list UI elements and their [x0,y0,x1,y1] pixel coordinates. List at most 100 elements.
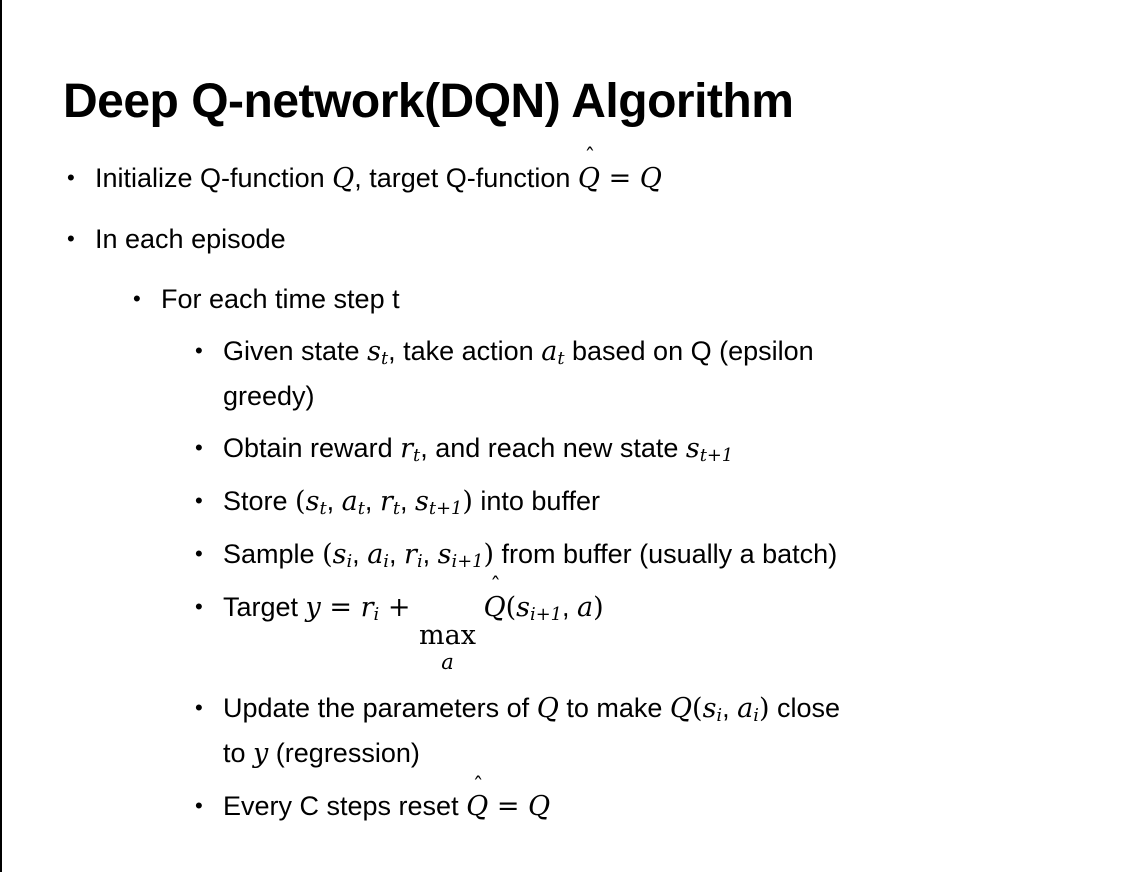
text-run: For each time step t [161,284,400,314]
text-run: Given state [223,336,368,366]
text-run: , [352,539,368,569]
text-run: Store [223,486,296,516]
math-subscript: t [557,347,565,369]
text-run: Update the parameters of [223,693,537,724]
text-run: to make [558,693,670,724]
math-punctuation: ) [758,693,770,725]
math-variable: r [360,592,374,623]
math-variable: Q [466,791,489,823]
text-run: In each episode [95,224,286,254]
text-run: Sample [223,539,323,569]
math-punctuation: ) [462,486,473,517]
text-run: Every C steps reset [223,791,467,822]
math-variable: a [737,693,754,725]
math-variable: a [367,539,384,570]
text-run: , [562,592,578,622]
math-punctuation: ) [593,592,604,623]
hat-accent: ˆ [584,145,596,171]
bullet-icon: • [67,165,75,190]
math-subscript: i [346,550,353,572]
list-item: • For each time step t [133,277,1084,321]
bullet-icon: • [67,226,75,251]
hat-accent: ˆ [490,574,501,600]
math-punctuation: ( [295,486,306,517]
list-item-text: Update the parameters of Q to make Q(si,… [223,686,1084,776]
math-variable: s [702,693,717,725]
math-subscript: t+1 [428,497,463,519]
math-variable: s [685,433,700,464]
list-item-text: Given state st, take action at based on … [223,329,1084,418]
math-subscript: t+1 [699,444,734,466]
math-punctuation: ) [483,539,495,570]
list-item-text: Obtain reward rt, and reach new state st… [223,426,1084,471]
text-run: from buffer (usually a batch) [494,539,838,569]
bullet-icon: • [195,435,203,460]
text-run: , [422,539,438,569]
list-item: • Initialize Q-function Q, target Q-funct… [67,147,1084,201]
list-item: • Obtain reward rt, and reach new state s… [195,426,1084,471]
list-item: •Store (st, at, rt, st+1) into buffer [195,479,1084,524]
text-run: Target [223,592,306,622]
math-punctuation: + [379,592,420,623]
text-run: greedy) [223,381,315,411]
math-variable: Q [577,163,600,194]
list-item-text: In each episode [95,217,1084,261]
math-variable: s [516,592,531,623]
list-item: • In each episode [67,217,1084,261]
text-run: (regression) [268,738,420,769]
math-subscript: i+1 [530,603,562,625]
math-variable: Q [483,592,506,623]
math-variable: y [253,738,269,770]
math-subscript: i [373,603,380,625]
math-subscript: t [380,347,389,369]
list-item: •Sample (si, ai, ri, si+1) from buffer (… [195,532,1084,577]
math-variable: Q [536,693,559,725]
math-subscript: t [413,444,421,466]
math-subscript: i+1 [451,550,484,572]
bullet-icon: • [133,286,141,311]
math-variable: a [541,336,558,367]
math-punctuation: ( [322,539,333,570]
math-variable: y [305,592,321,623]
text-run: , [722,693,738,724]
math-subscript: t [357,497,365,519]
slide-title: Deep Q-network(DQN) Algorithm [63,75,794,129]
bullet-icon: • [195,695,203,721]
math-variable: Q [332,163,355,194]
text-run: based on Q (epsilon [564,336,814,366]
bullet-icon: • [195,594,203,619]
math-subscript: i [753,705,759,727]
text-run: , take action [388,336,542,366]
math-variable: Q [669,693,693,725]
text-run: to [223,738,254,769]
math-variable: Q [639,163,662,194]
math-variable: s [437,539,452,570]
text-run: close [769,693,841,724]
math-subscript: t [319,497,327,519]
text-run: Obtain reward [223,433,401,463]
list-item: • Given state st, take action at based on… [195,329,1084,418]
list-item-text: For each time step t [161,277,1084,321]
hat-accent: ˆ [472,773,484,799]
text-run: , [389,539,405,569]
math-variable: r [400,433,414,464]
math-variable: Q [528,791,551,823]
text-run: , and reach new state [420,433,686,463]
math-subscript: i [383,550,389,572]
bullet-icon: • [195,338,203,363]
text-run: , target Q-function [354,163,578,193]
list-item-text: Sample (si, ai, ri, si+1) from buffer (u… [223,532,1084,577]
slide-left-edge-line [0,0,2,872]
list-item-text: Initialize Q-function Q, target Q-functi… [95,147,1084,201]
math-variable: r [379,486,393,517]
text-run: , [364,486,380,516]
math-punctuation: = [600,163,640,194]
text-run: into buffer [472,486,600,516]
